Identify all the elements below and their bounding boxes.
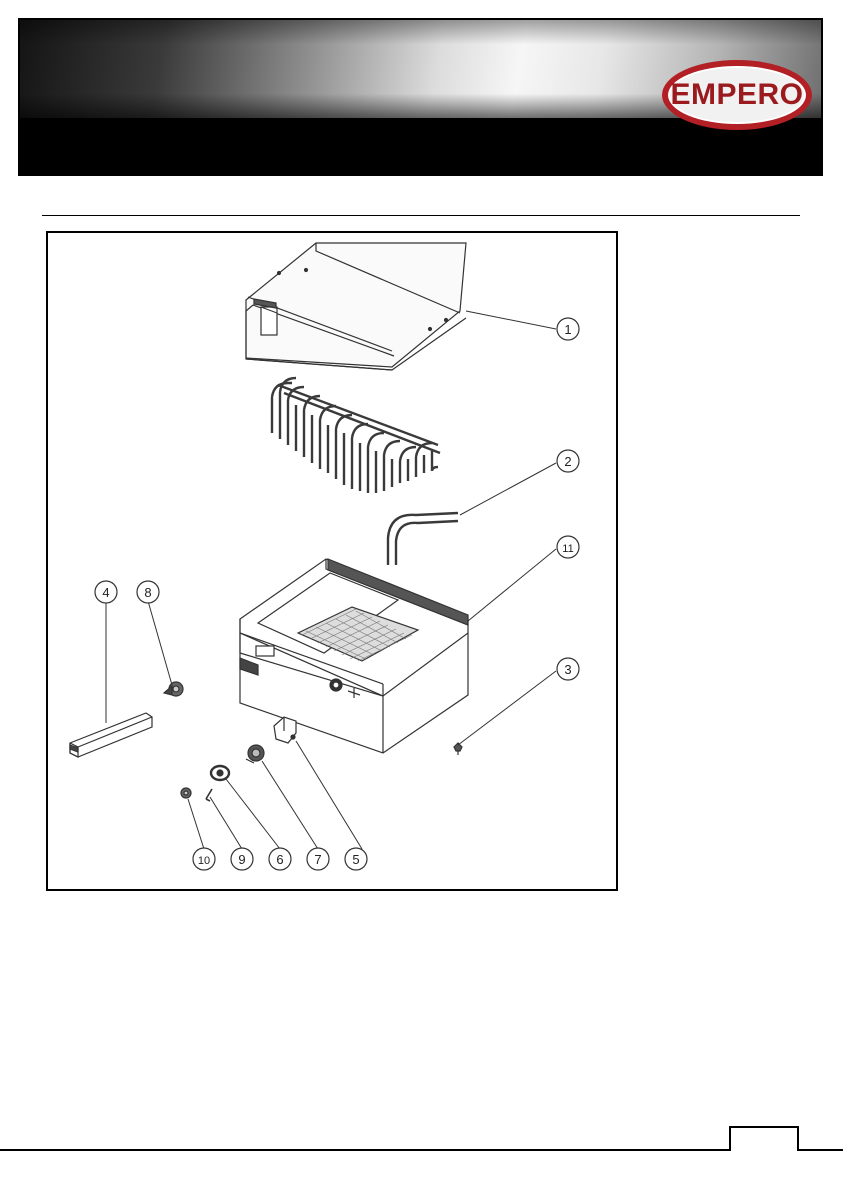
bracket-5-part bbox=[274, 717, 296, 743]
thermostat-7-part bbox=[246, 745, 264, 763]
main-body-part bbox=[240, 559, 468, 753]
diagram-drawing: 1 2 3 4 5 6 7 8 bbox=[48, 233, 616, 889]
callout-8: 8 bbox=[137, 581, 159, 603]
svg-text:10: 10 bbox=[198, 855, 210, 867]
callout-5: 5 bbox=[345, 848, 367, 870]
svg-text:9: 9 bbox=[238, 852, 245, 867]
svg-text:6: 6 bbox=[276, 852, 283, 867]
heating-elements-part bbox=[272, 378, 440, 493]
svg-text:4: 4 bbox=[102, 585, 109, 600]
knob-10-part bbox=[181, 788, 191, 798]
section-rule bbox=[42, 215, 800, 216]
callout-11: 11 bbox=[557, 536, 579, 558]
empero-logo: EMPERO bbox=[662, 60, 812, 130]
callout-10: 10 bbox=[193, 848, 215, 870]
callout-4: 4 bbox=[95, 581, 117, 603]
svg-text:2: 2 bbox=[564, 454, 571, 469]
single-element-part bbox=[388, 513, 458, 565]
griddle-plate-part bbox=[246, 243, 466, 370]
svg-text:7: 7 bbox=[314, 852, 321, 867]
callout-7: 7 bbox=[307, 848, 329, 870]
ring-6-part bbox=[211, 766, 229, 780]
drip-tray-part bbox=[70, 713, 152, 757]
callout-1: 1 bbox=[557, 318, 579, 340]
knob-8-part bbox=[164, 682, 183, 696]
svg-text:5: 5 bbox=[352, 852, 359, 867]
svg-text:11: 11 bbox=[562, 543, 573, 555]
callout-2: 2 bbox=[557, 450, 579, 472]
footer-rule bbox=[0, 1149, 843, 1151]
svg-text:3: 3 bbox=[564, 662, 571, 677]
svg-text:1: 1 bbox=[564, 322, 571, 337]
page-number-tab bbox=[729, 1126, 799, 1151]
callout-3: 3 bbox=[557, 658, 579, 680]
logo-text: EMPERO bbox=[662, 60, 812, 130]
callout-9: 9 bbox=[231, 848, 253, 870]
svg-text:8: 8 bbox=[144, 585, 151, 600]
header-banner: EMPERO bbox=[18, 18, 823, 176]
callout-6: 6 bbox=[269, 848, 291, 870]
exploded-parts-diagram: 1 2 3 4 5 6 7 8 bbox=[46, 231, 618, 891]
